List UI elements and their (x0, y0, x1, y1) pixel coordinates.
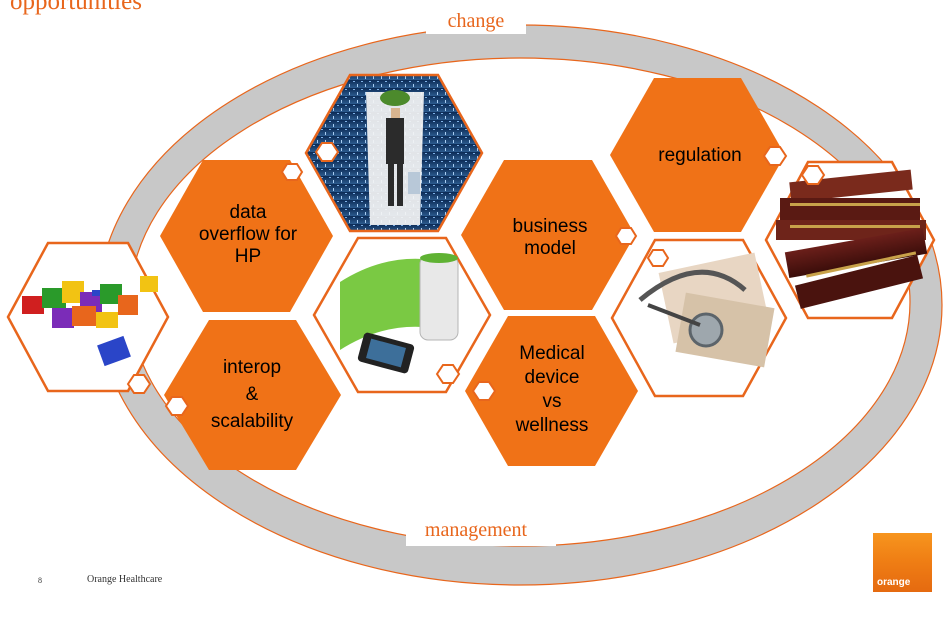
hexagon-data-overflow-label: data overflow for HP (198, 202, 298, 267)
ring-label-change: change (448, 10, 505, 32)
regulation-books-image (764, 160, 936, 320)
hexagon-interop (164, 320, 341, 470)
ring-label-management: management (425, 519, 528, 541)
hexagon-regulation (610, 78, 785, 232)
slide-title-fragment: opportunities (10, 0, 142, 15)
connector-nodes (126, 142, 826, 416)
puzzle-pieces-image (6, 241, 170, 393)
hexagon-interop-label: interop & scalability (210, 357, 294, 432)
ring-label-bg-bottom (406, 514, 556, 546)
hexagon-business-model-label: business model (512, 216, 588, 259)
orange-logo: orange (873, 533, 932, 592)
phone-medical-device-image (312, 236, 492, 394)
hexagon-data-overflow (160, 160, 333, 312)
man-binary-curtain-image (304, 73, 484, 233)
footer-page-number: 8 (38, 576, 42, 585)
hexagon-medical-device (465, 316, 638, 466)
hexagon-regulation-label: regulation (658, 145, 742, 166)
hexagon-business-model (461, 160, 635, 310)
hexagon-medical-device-label: Medical device vs wellness (515, 343, 589, 436)
ring-label-bg-top (426, 4, 526, 34)
orange-logo-text: orange (877, 577, 911, 588)
footer-text: Orange Healthcare (87, 574, 163, 585)
stethoscope-money-image (610, 238, 788, 398)
